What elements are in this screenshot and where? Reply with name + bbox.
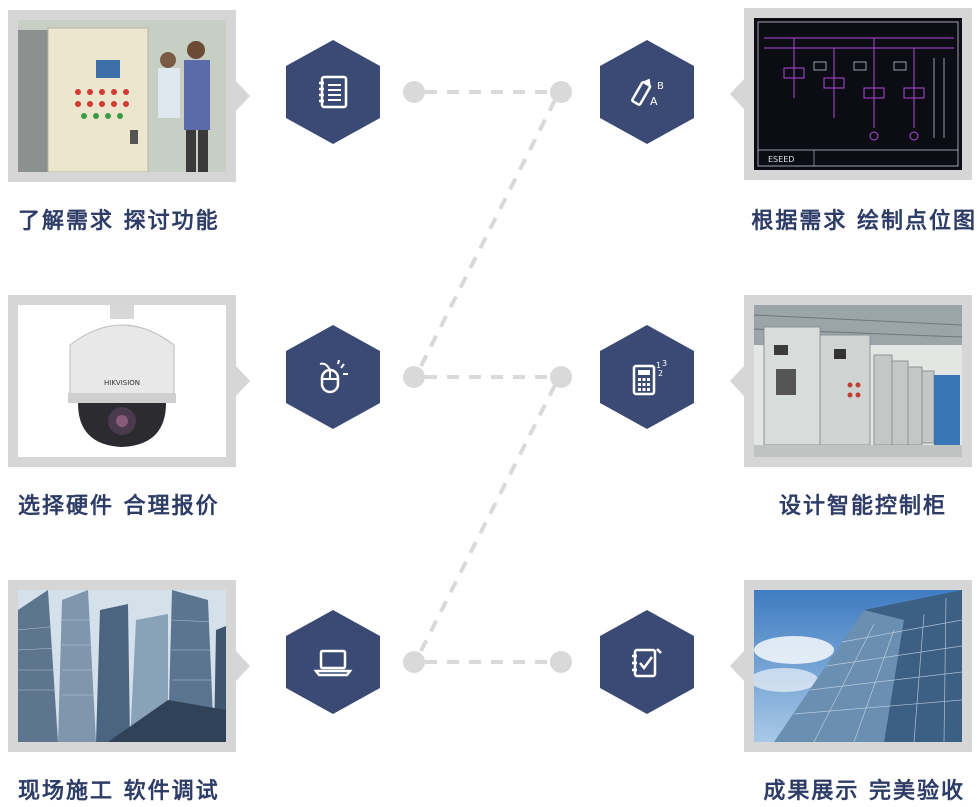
photo-frame-cabinet-workers <box>8 10 250 182</box>
connector-dot <box>550 81 572 103</box>
connector-diag1 <box>418 99 557 369</box>
photo-frame-control-cabinets <box>730 295 972 467</box>
step-caption-5: 现场施工 软件调试 <box>18 779 220 804</box>
step-caption-4: 设计智能控制柜 <box>778 494 947 519</box>
connector-dot <box>550 366 572 388</box>
step-hex-4: 1 3 2 <box>600 325 694 429</box>
photo-frame-camera: HIKVISION <box>8 295 250 467</box>
photo-frame-skyscrapers <box>8 580 250 752</box>
schematic-drawing: ESEED <box>757 21 959 167</box>
drawing-label: ESEED <box>768 155 794 164</box>
svg-text:1: 1 <box>656 361 661 370</box>
pen-ab-icon: A B <box>631 78 664 108</box>
control-cabinets-photo <box>754 305 962 457</box>
svg-text:B: B <box>657 81 664 92</box>
svg-text:3: 3 <box>662 359 667 368</box>
photo-frame-glass-tower <box>730 580 972 752</box>
step-caption-3: 选择硬件 合理报价 <box>18 494 220 519</box>
glass-tower-photo <box>754 590 962 742</box>
step-hex-2: A B <box>600 40 694 144</box>
svg-text:2: 2 <box>658 369 663 378</box>
cabinet-workers-photo <box>18 20 226 172</box>
notebook-icon <box>319 75 348 109</box>
laptop-icon <box>313 649 353 677</box>
checklist-icon <box>632 648 662 678</box>
calculator-icon: 1 3 2 <box>632 359 667 396</box>
camera-brand-label: HIKVISION <box>104 379 140 387</box>
step-caption-6: 成果展示 完美验收 <box>763 779 965 804</box>
connector-dot <box>403 366 425 388</box>
mouse-icon <box>319 359 348 394</box>
step-caption-1: 了解需求 探讨功能 <box>18 209 220 234</box>
skyscrapers-photo <box>18 590 226 742</box>
step-hex-3 <box>286 325 380 429</box>
svg-text:A: A <box>650 95 658 108</box>
photo-frame-schematic: ESEED <box>730 8 972 180</box>
step-caption-2: 根据需求 绘制点位图 <box>751 209 977 234</box>
connector-dot <box>403 651 425 673</box>
connector-dot <box>403 81 425 103</box>
connector-dot <box>550 651 572 673</box>
dome-camera-photo: HIKVISION <box>68 305 176 447</box>
connector-diag2 <box>418 384 557 654</box>
